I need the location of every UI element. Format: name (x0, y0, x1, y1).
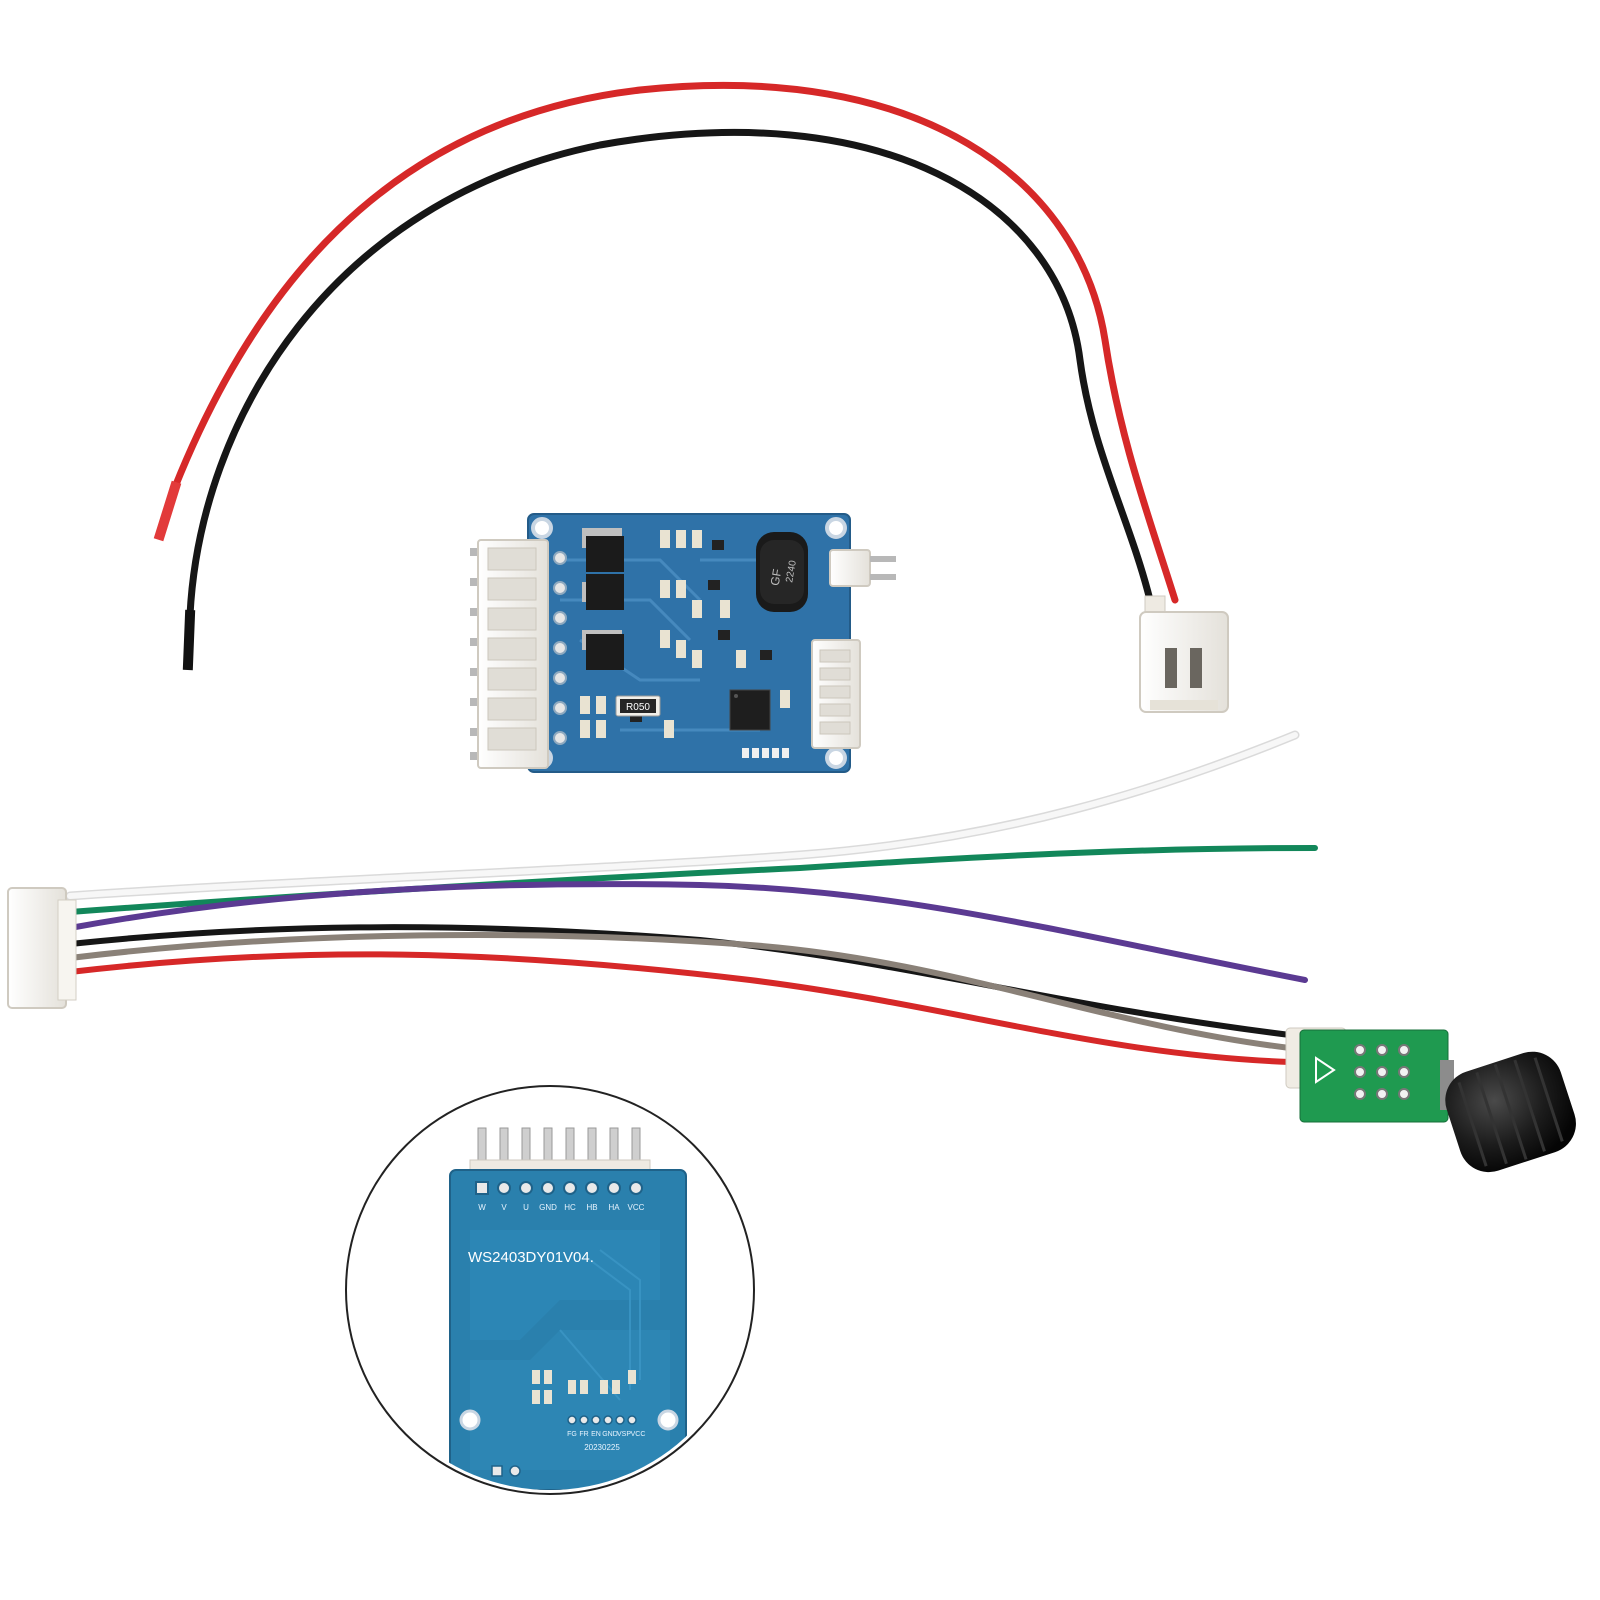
control-harness (7, 730, 1576, 1173)
black-wire (186, 129, 1154, 619)
purple-wire (67, 881, 1308, 983)
black-wire-tip (182, 609, 196, 671)
power-cable (153, 81, 1229, 713)
back-pin-label-gnd: GND (539, 1203, 557, 1212)
back-pin-label-ha: HA (608, 1203, 620, 1212)
inductor-label-line2: 2240 (784, 559, 799, 583)
inductor-label-line1: GF (768, 568, 785, 587)
red-signal-wire (67, 951, 1293, 1065)
back-pin-label-fg: FG (567, 1431, 577, 1438)
mosfets (582, 528, 624, 670)
potentiometer-module (1285, 1027, 1576, 1173)
back-pin-label-hc: HC (564, 1203, 576, 1212)
red-wire (171, 81, 1179, 604)
power-connector-plug (1139, 595, 1229, 713)
back-pin-label-w: W (478, 1203, 486, 1212)
inductor: GF 2240 (756, 532, 808, 612)
front-board-header-pins (470, 548, 480, 760)
controller-ic (729, 689, 771, 731)
power-socket (829, 549, 871, 587)
gray-wire (67, 932, 1293, 1051)
potentiometer-knob (1445, 1051, 1576, 1173)
harness-connector (7, 887, 77, 1009)
arrow-triangle-icon (1315, 1056, 1336, 1084)
back-pin-label-u: U (523, 1203, 529, 1212)
back-pin-label-vcc: VCC (628, 1203, 645, 1212)
sense-resistor-label: R050 (626, 702, 650, 713)
back-pin-label-hb: HB (586, 1203, 597, 1212)
sense-resistor: R050 (615, 695, 661, 717)
back-pin-label-en: EN (591, 1431, 601, 1438)
back-board-inset: W V U GND HC HB HA VCC WS2403DY01V04. (345, 1085, 755, 1495)
back-pin-label-v: V (501, 1203, 507, 1212)
back-pin-label-fr: FR (579, 1431, 588, 1438)
back-pin-label-vsp: VSP (617, 1431, 631, 1438)
red-wire-tip (153, 480, 182, 542)
back-pin-label-vcc2: VCC (631, 1431, 646, 1438)
board-model-label: WS2403DY01V04. (468, 1249, 594, 1266)
board-date-code: 20230225 (584, 1443, 620, 1452)
front-board: R050 GF 2240 (470, 513, 896, 773)
back-pin-label-gnd2: GND (602, 1431, 618, 1438)
